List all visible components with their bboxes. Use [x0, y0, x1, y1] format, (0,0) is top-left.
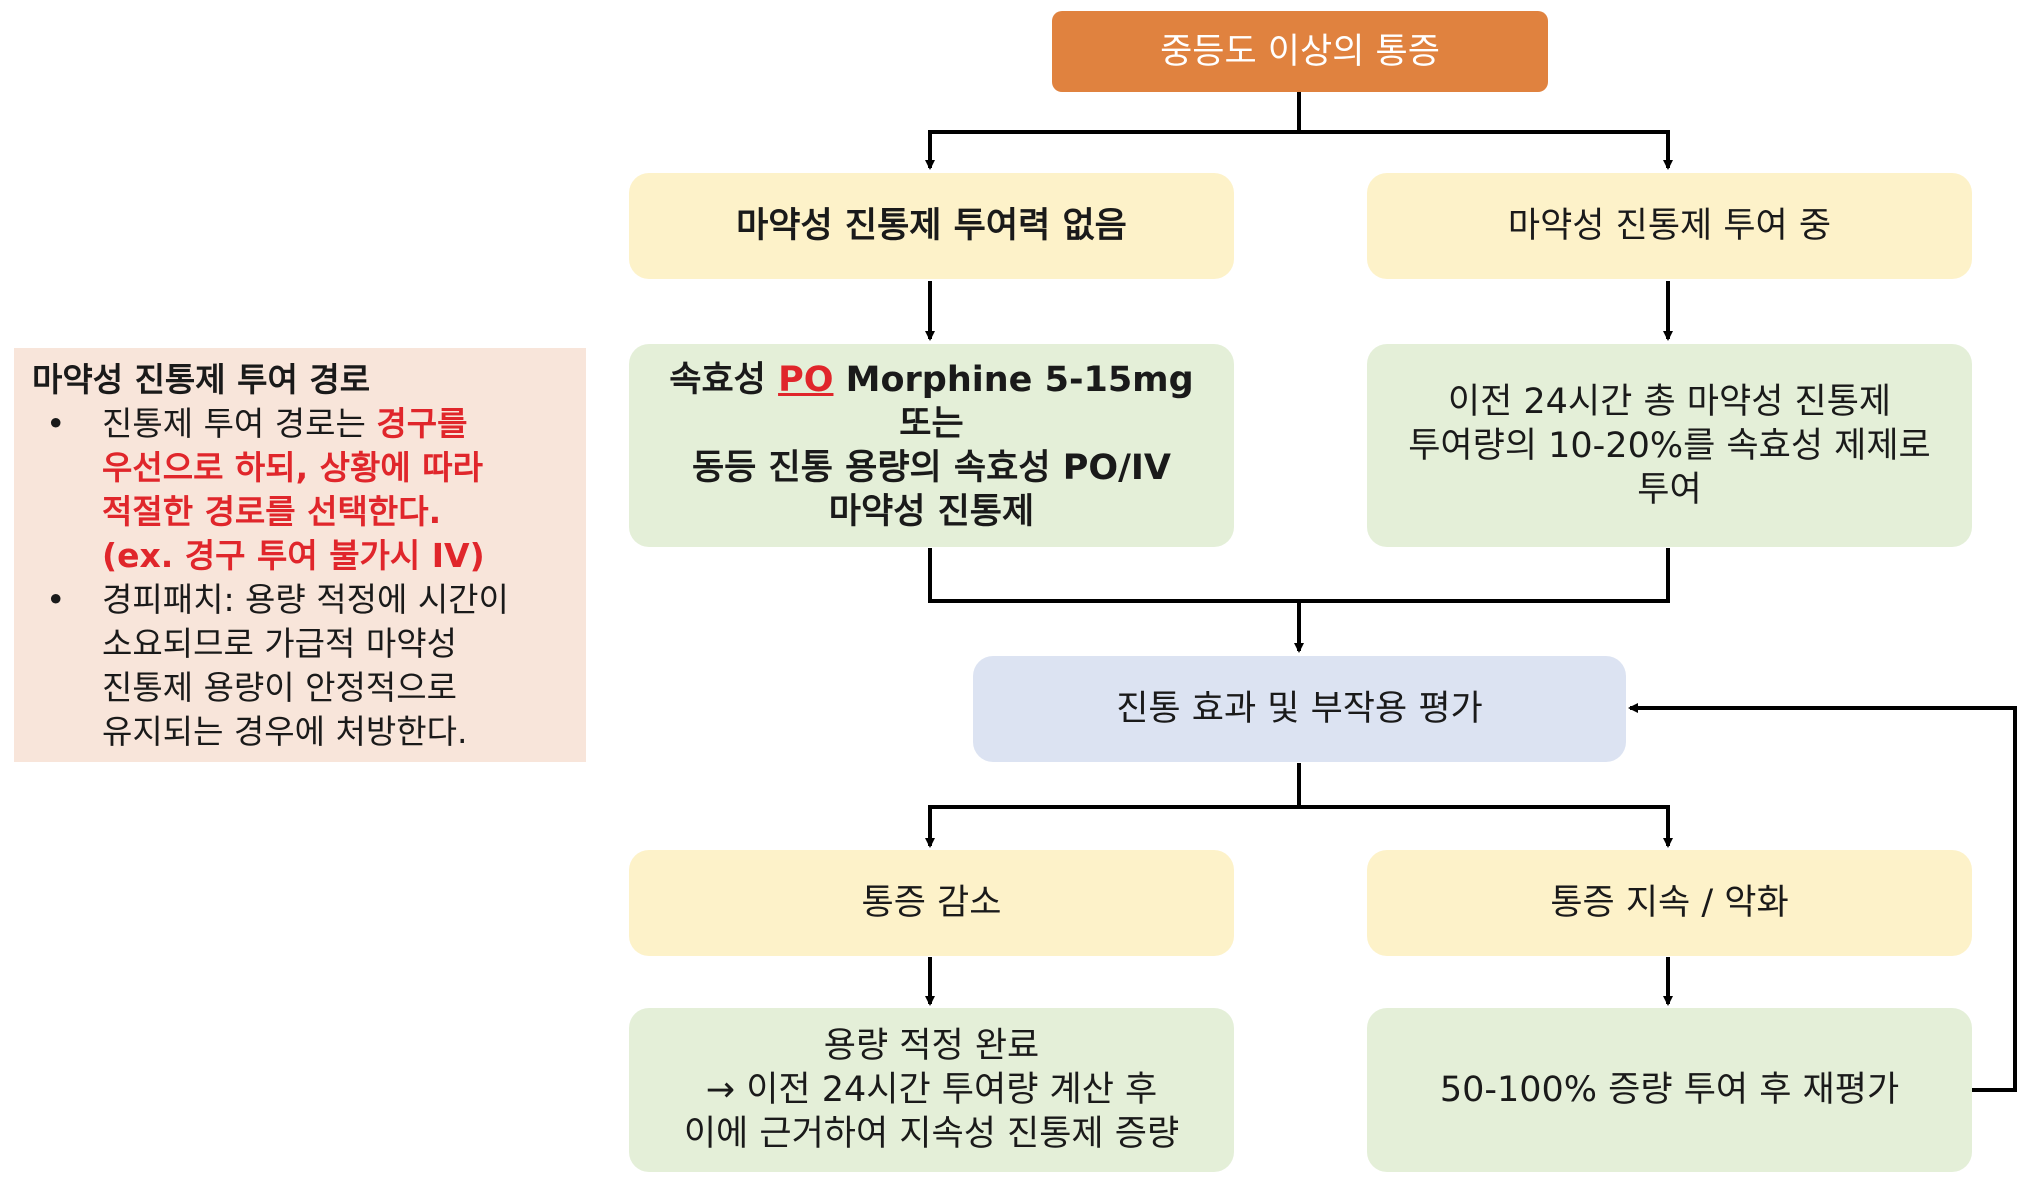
no-history-action-line3: 동등 진통 용량의 속효성 PO/IV	[691, 447, 1172, 488]
no-history-action-line1: 속효성 PO Morphine 5-15mg	[669, 358, 1193, 402]
on-opioid-action-line: 투여	[1637, 469, 1702, 510]
on-opioid-action-line: 이전 24시간 총 마약성 진통제	[1447, 381, 1892, 422]
route-note-highlight: 경구를	[376, 404, 468, 443]
po-highlight: PO	[778, 359, 834, 400]
route-note-title: 마약성 진통제 투여 경로	[32, 360, 371, 399]
route-note-highlight: 우선으로 하되, 상황에 따라	[102, 448, 483, 487]
decrease-action-line: 이에 근거하여 지속성 진통제 증량	[683, 1114, 1180, 1154]
bullet-icon: •	[46, 580, 66, 619]
route-note-text: 경피패치: 용량 적정에 시간이	[102, 580, 509, 619]
on-opioid-action-line: 투여량의 10-20%를 속효성 제제로	[1408, 425, 1931, 466]
decrease-action-line: → 이전 24시간 투여량 계산 후	[705, 1070, 1158, 1110]
on-opioid-node: 마약성 진통제 투여 중	[1367, 173, 1972, 279]
connector-merge-left	[928, 548, 1670, 603]
connector-eval-branch	[925, 763, 1301, 848]
route-note-text: 소요되므로 가급적 마약성	[102, 624, 457, 663]
start-node-label: 중등도 이상의 통증	[1160, 31, 1440, 72]
connector-start-branch-right	[1299, 130, 1673, 170]
route-note-list: • 진통제 투여 경로는 경구를 우선으로 하되, 상황에 따라 적절한 경로를…	[32, 402, 568, 754]
route-note-item: • 진통제 투여 경로는 경구를 우선으로 하되, 상황에 따라 적절한 경로를…	[32, 402, 568, 578]
evaluate-label: 진통 효과 및 부작용 평가	[1116, 689, 1483, 729]
no-history-action-node: 속효성 PO Morphine 5-15mg 또는 동등 진통 용량의 속효성 …	[629, 344, 1234, 547]
decrease-action-node: 용량 적정 완료 → 이전 24시간 투여량 계산 후 이에 근거하여 지속성 …	[629, 1008, 1234, 1172]
start-node: 중등도 이상의 통증	[1052, 11, 1548, 92]
no-history-action-line2: 또는	[899, 403, 964, 444]
route-note-text: 진통제 용량이 안정적으로	[102, 668, 457, 707]
connector-start-branch	[925, 92, 1301, 170]
persist-label: 통증 지속 / 악화	[1550, 883, 1789, 923]
no-history-label: 마약성 진통제 투여력 없음	[736, 206, 1127, 246]
route-note-item: • 경피패치: 용량 적정에 시간이 소요되므로 가급적 마약성 진통제 용량이…	[32, 578, 568, 754]
connector-feedback-loop	[1628, 703, 2017, 1092]
on-opioid-action-node: 이전 24시간 총 마약성 진통제 투여량의 10-20%를 속효성 제제로 투…	[1367, 344, 1972, 547]
on-opioid-label: 마약성 진통제 투여 중	[1507, 206, 1832, 246]
evaluate-node: 진통 효과 및 부작용 평가	[973, 656, 1626, 762]
decrease-label: 통증 감소	[861, 883, 1002, 923]
route-note-panel: 마약성 진통제 투여 경로 • 진통제 투여 경로는 경구를 우선으로 하되, …	[14, 348, 586, 762]
persist-action-label: 50-100% 증량 투여 후 재평가	[1439, 1070, 1900, 1110]
bullet-icon: •	[46, 404, 66, 443]
persist-action-node: 50-100% 증량 투여 후 재평가	[1367, 1008, 1972, 1172]
no-history-action-post: Morphine 5-15mg	[833, 359, 1194, 400]
route-note-highlight: 적절한 경로를 선택한다.	[102, 492, 442, 531]
connector-eval-branch-right	[1299, 805, 1673, 848]
route-note-text: 유지되는 경우에 처방한다.	[102, 712, 468, 751]
no-history-node: 마약성 진통제 투여력 없음	[629, 173, 1234, 279]
no-history-action-line4: 마약성 진통제	[828, 491, 1035, 532]
decrease-node: 통증 감소	[629, 850, 1234, 956]
decrease-action-line: 용량 적정 완료	[823, 1026, 1040, 1066]
persist-node: 통증 지속 / 악화	[1367, 850, 1972, 956]
route-note-highlight: (ex. 경구 투여 불가시 IV)	[102, 536, 485, 575]
route-note-text: 진통제 투여 경로는	[102, 404, 377, 443]
no-history-action-pre: 속효성	[669, 359, 779, 400]
